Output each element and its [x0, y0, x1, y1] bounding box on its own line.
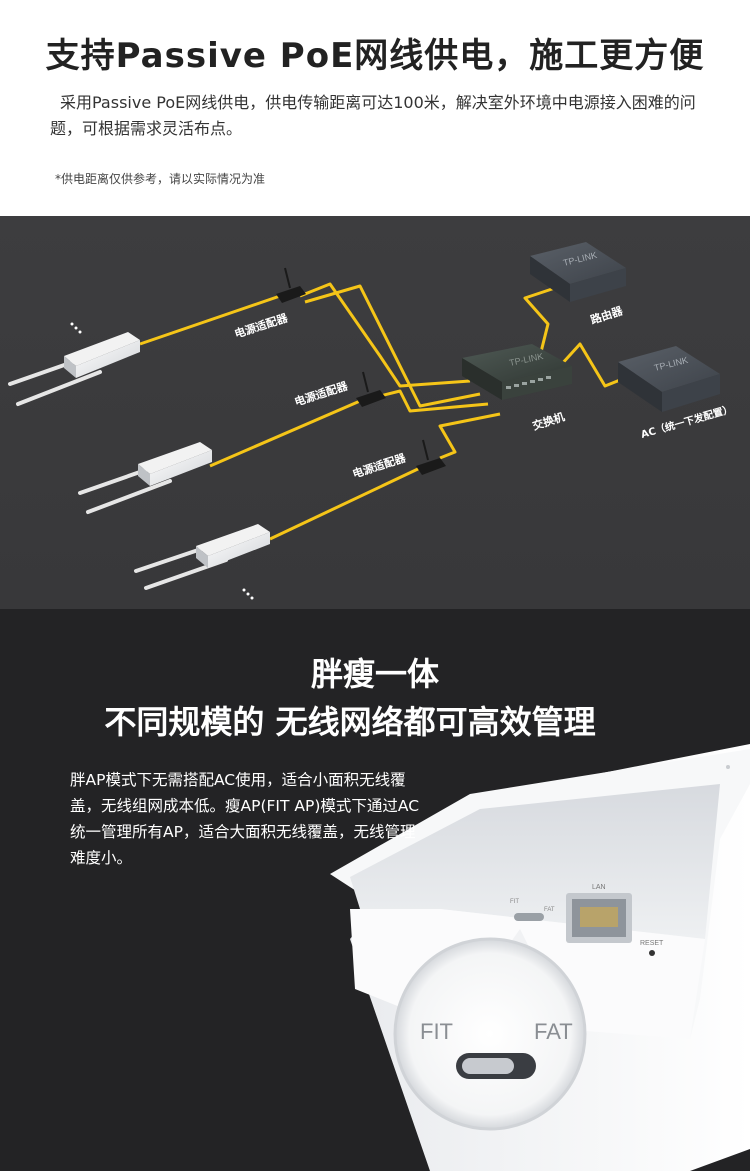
- label-adapter-1: 电源适配器: [233, 310, 291, 341]
- cable-ap1-adapter1: [139, 294, 281, 346]
- page-title: 支持Passive PoE网线供电，施工更方便: [45, 36, 705, 76]
- fit-label-large: FIT: [420, 1019, 453, 1044]
- power-adapter-3: [416, 439, 446, 475]
- power-adapters: [276, 267, 446, 475]
- cable-adapter3-switch: [438, 412, 501, 460]
- fat-label-small: FAT: [544, 907, 555, 913]
- power-adapter-1: [276, 267, 306, 303]
- router-device: TP-LINK: [530, 242, 626, 302]
- feature-description: 胖AP模式下无需搭配AC使用，适合小面积无线覆盖，无线组网成本低。瘦AP(FIT…: [70, 771, 420, 867]
- label-switch: 交换机: [531, 409, 567, 433]
- cable-adapter2-switch: [379, 389, 489, 413]
- lan-port: LAN: [566, 884, 632, 943]
- reset-button: RESET: [640, 940, 664, 956]
- cable-adapter1-switch: [299, 282, 471, 388]
- reset-label: RESET: [640, 940, 664, 947]
- fit-fat-switch-small: FIT FAT: [510, 899, 555, 921]
- magnifier-fit-fat: FIT FAT: [393, 937, 587, 1131]
- intro-footnote: *供电距离仅供参考，请以实际情况为准: [55, 172, 266, 186]
- cable-switch-ac: [558, 342, 626, 388]
- cable-ap3-adapter3: [269, 466, 421, 541]
- power-adapter-2: [356, 371, 386, 407]
- label-adapter-2: 电源适配器: [293, 378, 351, 409]
- feature-heading: 胖瘦一体: [310, 655, 439, 693]
- fit-label-small: FIT: [510, 899, 519, 905]
- diagram-canvas: TP-LINK TP-LINK TP-LINK 电源适配器 电源适配器 电源适配…: [8, 242, 734, 600]
- lan-label: LAN: [592, 884, 606, 891]
- fit-fat-section: LAN FIT FAT RESET FIT FAT 胖瘦一体 不同规模的 无线网…: [0, 609, 750, 1171]
- switch-device: TP-LINK: [462, 344, 572, 400]
- intro-description: 采用Passive PoE网线供电，供电传输距离可达100米，解决室外环境中电源…: [50, 93, 696, 138]
- poe-network-diagram: TP-LINK TP-LINK TP-LINK 电源适配器 电源适配器 电源适配…: [0, 216, 750, 609]
- cable-ap2-adapter2: [209, 399, 361, 468]
- feature-subheading: 不同规模的 无线网络都可高效管理: [104, 703, 596, 741]
- label-router: 路由器: [589, 303, 626, 327]
- fat-label-large: FAT: [534, 1019, 573, 1044]
- ap-closeup-illustration: LAN FIT FAT RESET FIT FAT: [330, 744, 750, 1171]
- cables: [139, 282, 626, 541]
- outdoor-ap-2: [78, 442, 212, 514]
- label-ac: AC（统一下发配置）: [639, 402, 734, 441]
- outdoor-ap-3: [134, 524, 270, 600]
- intro-section: 支持Passive PoE网线供电，施工更方便 采用Passive PoE网线供…: [0, 0, 750, 216]
- cable-switch-router: [523, 286, 556, 357]
- outdoor-ap-1: [8, 322, 140, 406]
- ac-controller-device: TP-LINK: [618, 346, 720, 412]
